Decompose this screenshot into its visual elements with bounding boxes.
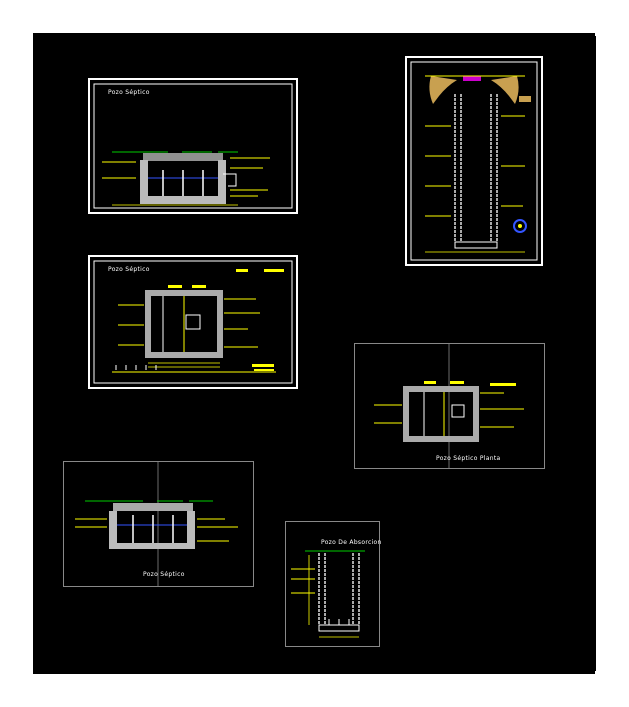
sheet-septic-plan-framed: Pozo Séptico: [88, 255, 298, 389]
sheet-title: Pozo De Absorcion: [321, 539, 382, 546]
sheet-absorption-well-section-tall: [405, 56, 543, 266]
sheet-septic-section-top: Pozo Séptico: [88, 78, 298, 231]
sheet-caption: Pozo Séptico: [143, 571, 185, 578]
sheet-title: Pozo Séptico: [108, 266, 150, 273]
drawing-canvas[interactable]: Pozo Séptico Pozo Séptico: [33, 33, 598, 674]
sheet-septic-plan: Pozo Séptico Planta: [354, 343, 545, 469]
sheet-caption: Pozo Séptico Planta: [436, 455, 501, 462]
sheet-septic-section: Pozo Séptico: [63, 461, 254, 587]
corner-mark: [595, 33, 598, 36]
sheet-title: Pozo Séptico: [108, 89, 150, 96]
sheet-absorption-well: Pozo De Absorcion: [285, 521, 382, 647]
corner-mark: [595, 671, 598, 674]
